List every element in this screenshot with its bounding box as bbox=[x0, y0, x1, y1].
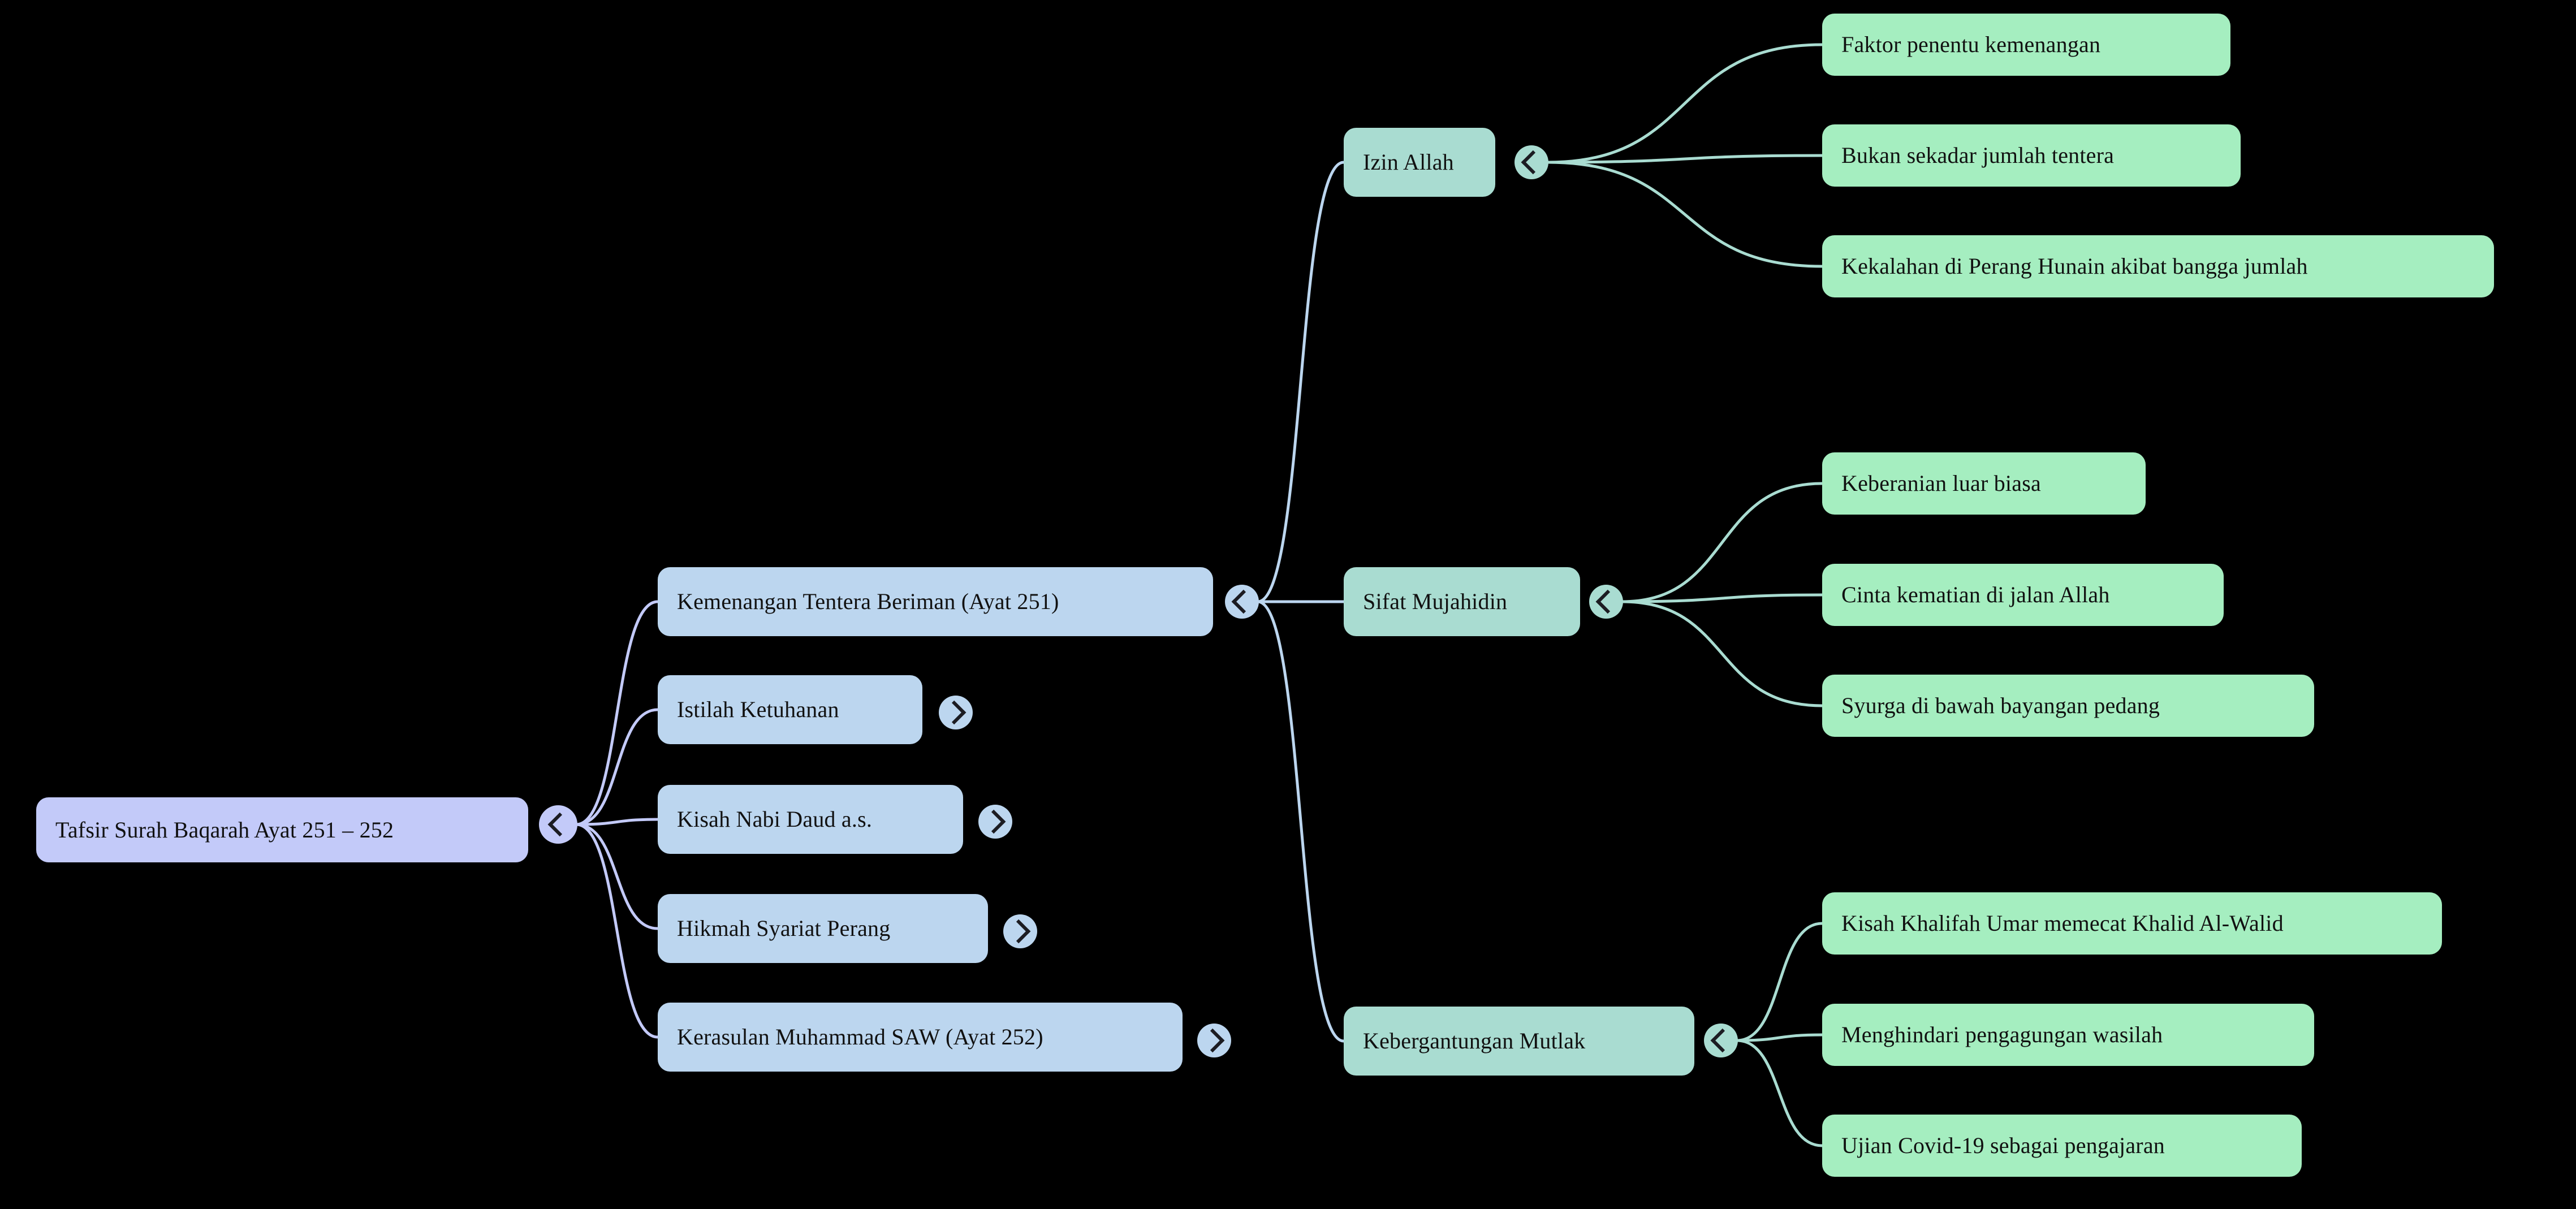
connector-edge bbox=[575, 600, 659, 826]
node-label: Kemenangan Tentera Beriman (Ayat 251) bbox=[677, 589, 1059, 614]
branch-node-2[interactable]: Kisah Nabi Daud a.s. bbox=[658, 785, 963, 854]
chevron-left-icon bbox=[1231, 589, 1256, 614]
branch-node-1[interactable]: Istilah Ketuhanan bbox=[658, 675, 922, 744]
node-label: Kebergantungan Mutlak bbox=[1363, 1028, 1586, 1053]
node-label: Cinta kematian di jalan Allah bbox=[1841, 582, 2110, 607]
connector-edge bbox=[1735, 1039, 1824, 1147]
node-label: Ujian Covid-19 sebagai pengajaran bbox=[1841, 1133, 2165, 1158]
chevron-right-icon bbox=[981, 809, 1006, 834]
node-label: Kisah Khalifah Umar memecat Khalid Al-Wa… bbox=[1841, 910, 2284, 936]
root-node[interactable]: Tafsir Surah Baqarah Ayat 251 – 252 bbox=[36, 797, 528, 862]
connector-edge bbox=[1256, 600, 1345, 1043]
node-label: Syurga di bawah bayangan pedang bbox=[1841, 693, 2160, 718]
branch-toggle-1[interactable] bbox=[939, 696, 973, 729]
connector-edge bbox=[575, 708, 659, 826]
subbranch-node-1[interactable]: Sifat Mujahidin bbox=[1344, 567, 1580, 636]
connector-edge bbox=[1620, 482, 1824, 603]
node-label: Izin Allah bbox=[1363, 149, 1454, 175]
connector-edge bbox=[1735, 922, 1824, 1042]
chevron-right-icon bbox=[942, 700, 966, 725]
node-label: Kerasulan Muhammad SAW (Ayat 252) bbox=[677, 1024, 1043, 1050]
node-label: Faktor penentu kemenangan bbox=[1841, 32, 2101, 57]
connector-edge bbox=[1735, 1033, 1824, 1042]
chevron-left-icon bbox=[1710, 1028, 1735, 1053]
connector-edge bbox=[1546, 161, 1824, 268]
node-label: Kekalahan di Perang Hunain akibat bangga… bbox=[1841, 253, 2308, 279]
subbranch-toggle-1[interactable] bbox=[1589, 585, 1623, 619]
leaf-node-2-0[interactable]: Kisah Khalifah Umar memecat Khalid Al-Wa… bbox=[1822, 892, 2442, 955]
branch-toggle-4[interactable] bbox=[1197, 1024, 1231, 1057]
branch-toggle-0[interactable] bbox=[1225, 585, 1259, 619]
node-label: Sifat Mujahidin bbox=[1363, 589, 1508, 614]
node-label: Kisah Nabi Daud a.s. bbox=[677, 806, 873, 832]
node-label: Menghindari pengagungan wasilah bbox=[1841, 1022, 2163, 1047]
leaf-node-2-2[interactable]: Ujian Covid-19 sebagai pengajaran bbox=[1822, 1115, 2302, 1177]
leaf-node-0-2[interactable]: Kekalahan di Perang Hunain akibat bangga… bbox=[1822, 235, 2494, 297]
chevron-left-icon bbox=[1595, 589, 1620, 614]
node-label: Istilah Ketuhanan bbox=[677, 697, 839, 722]
branch-node-3[interactable]: Hikmah Syariat Perang bbox=[658, 894, 988, 963]
branch-toggle-3[interactable] bbox=[1003, 914, 1037, 948]
connector-edge bbox=[1620, 600, 1824, 707]
node-label: Keberanian luar biasa bbox=[1841, 470, 2041, 496]
leaf-node-1-0[interactable]: Keberanian luar biasa bbox=[1822, 452, 2146, 515]
leaf-node-1-1[interactable]: Cinta kematian di jalan Allah bbox=[1822, 564, 2224, 626]
subbranch-toggle-2[interactable] bbox=[1704, 1024, 1738, 1057]
branch-node-0[interactable]: Kemenangan Tentera Beriman (Ayat 251) bbox=[658, 567, 1213, 636]
connector-edge bbox=[575, 823, 659, 1039]
connector-edge bbox=[1546, 43, 1824, 164]
connector-edge bbox=[575, 818, 659, 826]
branch-toggle-2[interactable] bbox=[978, 805, 1012, 839]
connector-edge bbox=[1546, 154, 1824, 164]
node-label: Tafsir Surah Baqarah Ayat 251 – 252 bbox=[55, 817, 394, 843]
chevron-left-icon bbox=[547, 812, 572, 837]
node-label: Hikmah Syariat Perang bbox=[677, 916, 891, 941]
connector-edge bbox=[575, 823, 659, 930]
subbranch-node-2[interactable]: Kebergantungan Mutlak bbox=[1344, 1007, 1694, 1076]
chevron-left-icon bbox=[1521, 150, 1546, 175]
leaf-node-2-1[interactable]: Menghindari pengagungan wasilah bbox=[1822, 1004, 2314, 1066]
root-collapse-toggle[interactable] bbox=[539, 805, 577, 844]
connector-edge bbox=[1256, 161, 1345, 603]
connector-edge bbox=[1620, 593, 1824, 603]
chevron-right-icon bbox=[1006, 919, 1031, 944]
subbranch-node-0[interactable]: Izin Allah bbox=[1344, 128, 1495, 197]
node-label: Bukan sekadar jumlah tentera bbox=[1841, 143, 2115, 168]
leaf-node-1-2[interactable]: Syurga di bawah bayangan pedang bbox=[1822, 675, 2314, 737]
subbranch-toggle-0[interactable] bbox=[1514, 145, 1548, 179]
leaf-node-0-0[interactable]: Faktor penentu kemenangan bbox=[1822, 14, 2230, 76]
chevron-right-icon bbox=[1200, 1028, 1225, 1053]
leaf-node-0-1[interactable]: Bukan sekadar jumlah tentera bbox=[1822, 124, 2241, 187]
branch-node-4[interactable]: Kerasulan Muhammad SAW (Ayat 252) bbox=[658, 1003, 1183, 1072]
